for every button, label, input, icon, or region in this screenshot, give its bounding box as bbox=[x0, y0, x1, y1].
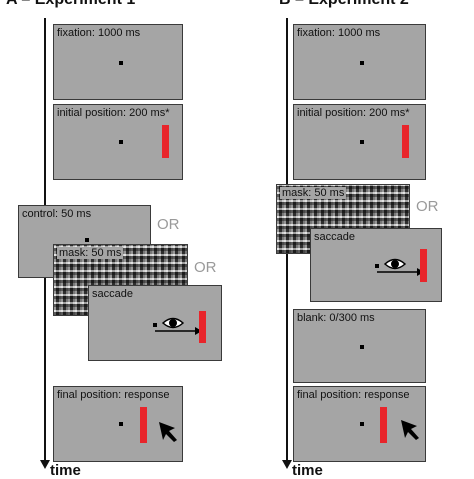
exp2-saccade-panel: saccade bbox=[310, 228, 442, 302]
exp1-final-panel: final position: response bbox=[53, 386, 183, 462]
saccade-arrow bbox=[377, 268, 424, 276]
red-target-bar bbox=[199, 311, 206, 343]
exp1-control-label: control: 50 ms bbox=[22, 208, 92, 220]
exp1-saccade-label: saccade bbox=[92, 288, 133, 300]
fixation-dot bbox=[360, 61, 364, 65]
exp2-mask-label: mask: 50 ms bbox=[280, 187, 347, 199]
mouse-cursor-icon bbox=[159, 422, 177, 442]
eye-icon bbox=[161, 317, 185, 329]
red-target-bar bbox=[380, 407, 387, 443]
fixation-dot bbox=[360, 140, 364, 144]
experiment1-heading: A – Experiment 1 bbox=[6, 0, 135, 9]
red-target-bar bbox=[402, 125, 409, 158]
exp1-mask-label: mask: 50 ms bbox=[57, 247, 124, 259]
fixation-dot bbox=[119, 140, 123, 144]
exp2-saccade-label: saccade bbox=[314, 231, 355, 243]
exp2-fixation-panel: fixation: 1000 ms bbox=[293, 24, 426, 100]
timeline-2-arrowhead bbox=[282, 460, 292, 469]
eye-icon bbox=[383, 258, 407, 270]
exp2-blank-label: blank: 0/300 ms bbox=[297, 312, 375, 324]
exp1-or-label-1: OR bbox=[157, 216, 180, 233]
exp1-initial-panel: initial position: 200 ms* bbox=[53, 104, 183, 180]
fixation-dot bbox=[119, 422, 123, 426]
mouse-cursor-icon bbox=[401, 420, 419, 440]
fixation-dot bbox=[119, 61, 123, 65]
exp1-initial-label: initial position: 200 ms* bbox=[57, 107, 170, 119]
timeline-1-arrowhead bbox=[40, 460, 50, 469]
saccade-arrow bbox=[155, 327, 202, 335]
exp2-or-label: OR bbox=[416, 198, 439, 215]
red-target-bar bbox=[140, 407, 147, 443]
fixation-dot bbox=[153, 323, 157, 327]
exp1-or-label-2: OR bbox=[194, 259, 217, 276]
red-target-bar bbox=[162, 125, 169, 158]
time-label-1: time bbox=[50, 462, 81, 479]
exp2-fixation-label: fixation: 1000 ms bbox=[297, 27, 381, 39]
exp2-initial-label: initial position: 200 ms* bbox=[297, 107, 410, 119]
exp1-fixation-label: fixation: 1000 ms bbox=[57, 27, 141, 39]
fixation-dot bbox=[360, 422, 364, 426]
exp1-fixation-panel: fixation: 1000 ms bbox=[53, 24, 183, 100]
exp1-saccade-panel: saccade bbox=[88, 285, 222, 361]
exp1-final-label: final position: response bbox=[57, 389, 170, 401]
exp2-blank-panel: blank: 0/300 ms bbox=[293, 309, 426, 383]
time-label-2: time bbox=[292, 462, 323, 479]
exp2-initial-panel: initial position: 200 ms* bbox=[293, 104, 426, 180]
exp2-final-panel: final position: response bbox=[293, 386, 426, 462]
fixation-dot bbox=[375, 264, 379, 268]
fixation-dot bbox=[85, 238, 89, 242]
red-target-bar bbox=[420, 249, 427, 282]
exp2-final-label: final position: response bbox=[297, 389, 410, 401]
fixation-dot bbox=[360, 345, 364, 349]
experiment2-heading: B – Experiment 2 bbox=[279, 0, 409, 9]
